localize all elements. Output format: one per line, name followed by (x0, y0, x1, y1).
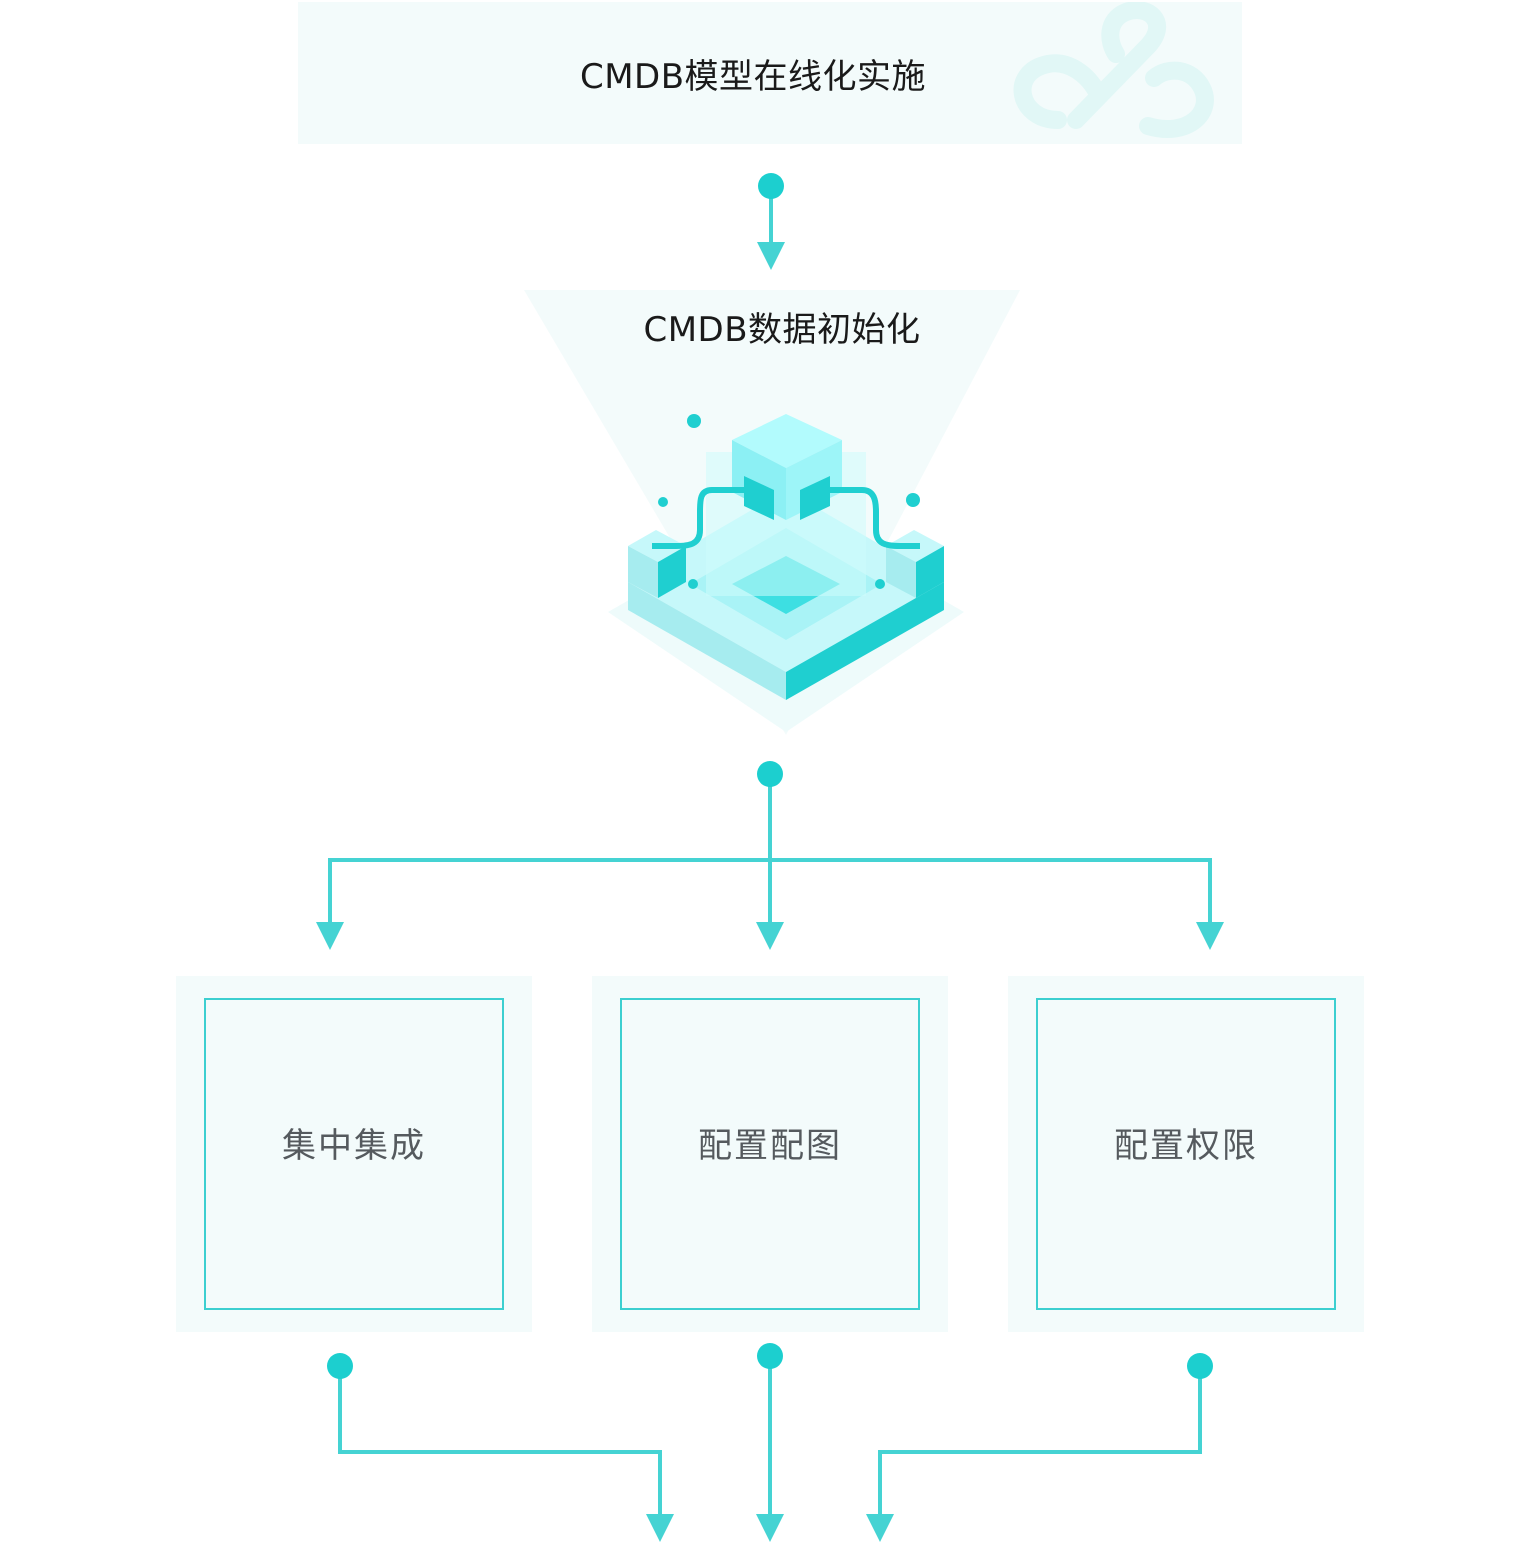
box-centralized-integration: 集中集成 (176, 976, 532, 1332)
box-label: 配置配图 (698, 1125, 842, 1166)
arrow-down-icon (756, 1514, 784, 1542)
box-inner-frame: 集中集成 (204, 998, 504, 1310)
box-label: 配置权限 (1114, 1125, 1258, 1166)
connector-node (757, 1343, 783, 1369)
box-config-diagram: 配置配图 (592, 976, 948, 1332)
arrow-down-icon (866, 1514, 894, 1542)
connector-node (757, 761, 783, 787)
middle-stage-title: CMDB数据初始化 (643, 309, 921, 350)
arrow-down-icon (757, 242, 785, 270)
arrow-down-icon (756, 922, 784, 950)
box-inner-frame: 配置配图 (620, 998, 920, 1310)
arrow-down-icon (646, 1514, 674, 1542)
arrow-down-icon (1196, 922, 1224, 950)
top-stage-title: CMDB模型在线化实施 (579, 56, 927, 97)
box-config-permissions: 配置权限 (1008, 976, 1364, 1332)
cloud-outline-icon (1013, 2, 1214, 138)
connector-node (758, 173, 784, 199)
box-label: 集中集成 (282, 1125, 426, 1166)
box-inner-frame: 配置权限 (1036, 998, 1336, 1310)
arrow-down-icon (316, 922, 344, 950)
connector-node (1187, 1353, 1213, 1379)
top-stage-banner: CMDB模型在线化实施 (298, 2, 1242, 144)
connector-node (327, 1353, 353, 1379)
